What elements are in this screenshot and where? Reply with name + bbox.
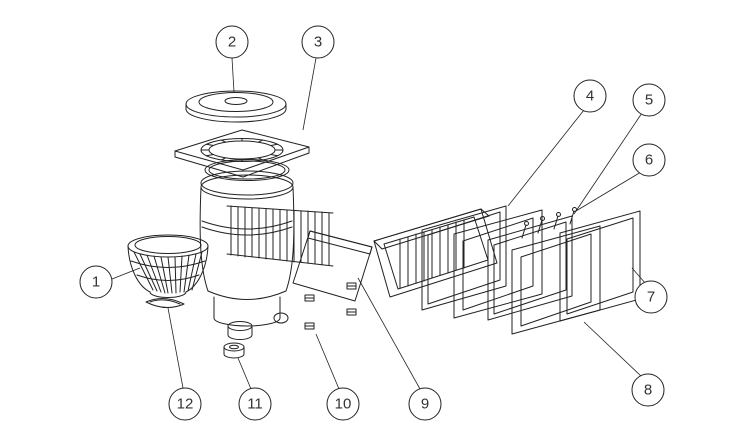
callout-8-bubble [631,373,665,407]
lid-oring [204,159,290,181]
fittings [304,282,357,330]
callout-6-bubble [632,143,666,177]
callouts: 1 2 3 4 5 [79,25,668,421]
callout-2-bubble [215,25,249,59]
callout-4-bubble [573,79,607,113]
callout-5-bubble [632,83,666,117]
weir-flap [292,230,373,302]
callout-4: 4 [507,79,607,207]
round-lid-cover [185,90,287,123]
callout-12-label: 12 [177,396,194,413]
callout-1: 1 [79,265,141,299]
body-rib-section [226,205,334,267]
callout-3: 3 [301,25,335,131]
callout-11-bubble [238,387,272,421]
callout-10-label: 10 [335,396,352,413]
callout-1-bubble [79,265,113,299]
faceplate-frame [511,225,601,335]
callout-12: 12 [167,307,202,421]
callout-8-label: 8 [644,382,652,399]
callout-3-label: 3 [314,34,322,51]
callout-12-bubble [168,387,202,421]
screws [521,207,577,239]
callout-7-label: 7 [647,289,655,306]
callout-10-bubble [326,387,360,421]
callout-11-label: 11 [247,396,263,413]
callout-9-bubble [408,387,442,421]
callout-5-label: 5 [645,92,653,109]
callout-2: 2 [215,25,249,93]
callout-2-label: 2 [228,34,236,51]
callout-1-label: 1 [92,274,100,291]
callout-4-label: 4 [586,88,594,105]
callout-6-label: 6 [645,152,653,169]
basket-handle [145,298,185,308]
exploded-parts-drawing [127,90,641,359]
callout-10: 10 [315,333,360,421]
gasket-b [487,215,573,321]
callout-3-bubble [301,25,335,59]
callout-5: 5 [573,83,666,215]
callout-7: 7 [631,267,668,314]
callout-11: 11 [237,357,272,421]
faceplate [453,209,543,319]
drain-plug [223,342,245,359]
strainer-basket [127,234,209,298]
callout-9: 9 [357,277,442,421]
callout-9-label: 9 [421,396,429,413]
callout-8: 8 [583,321,665,407]
callout-6: 6 [575,143,666,212]
gasket-a [421,205,507,311]
callout-7-bubble [634,280,668,314]
skimmer-body [199,170,295,340]
skimmer-throat [373,208,498,298]
